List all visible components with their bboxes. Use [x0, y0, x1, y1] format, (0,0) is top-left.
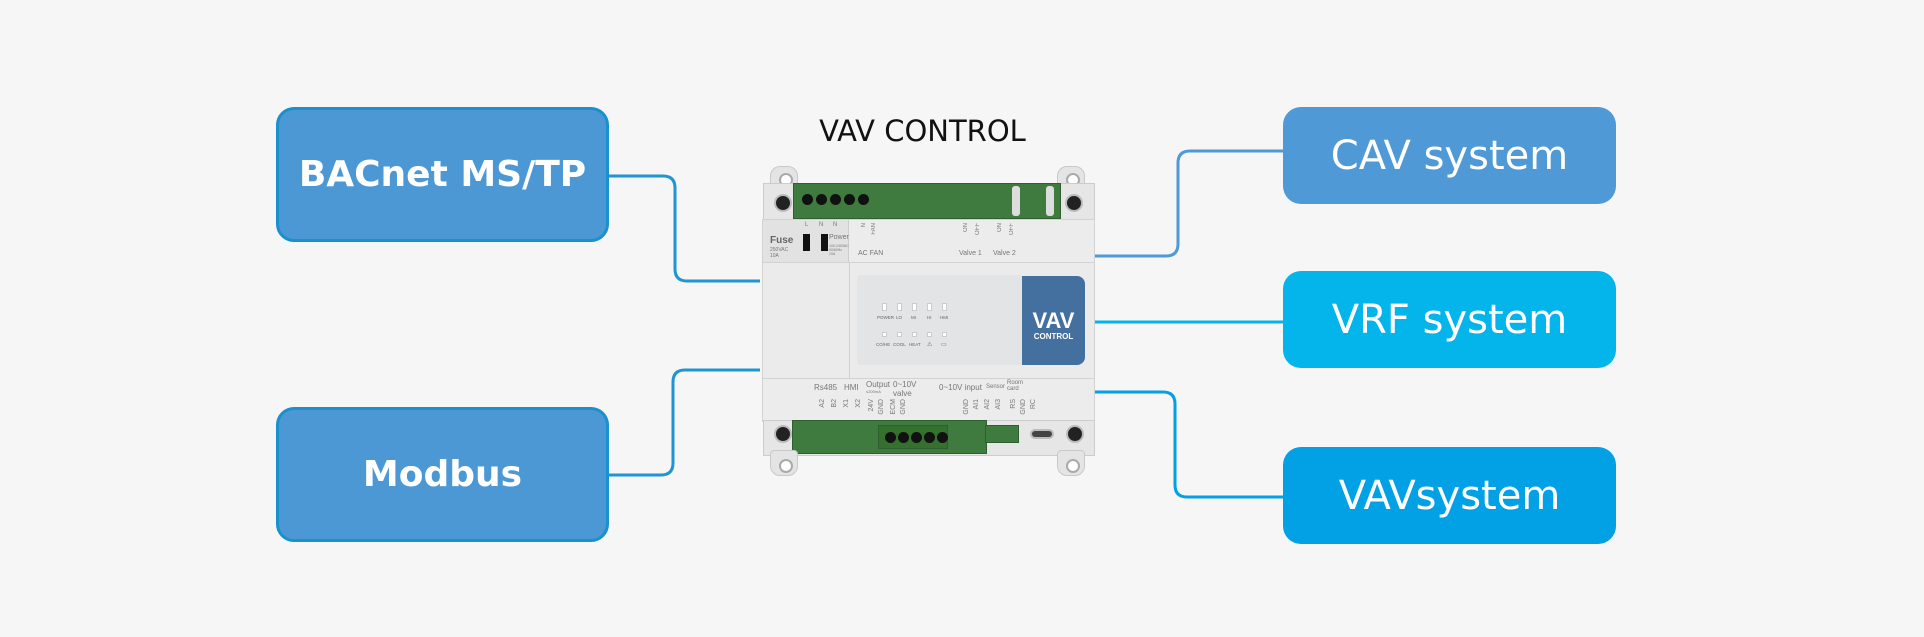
device-title: VAV CONTROL — [819, 114, 1026, 148]
vav-badge: VAV CONTROL — [1022, 276, 1085, 365]
fuse-label: Fuse — [770, 235, 794, 246]
led-label: LO — [896, 315, 903, 320]
mount-ear — [1057, 450, 1085, 476]
protocol-label: BACnet MS/TP — [298, 154, 587, 195]
pin-label: AI2 — [984, 399, 991, 410]
bottom-label-band: Rs485 HMI Output ≤200mA 0~10V valve 0~10… — [762, 378, 1095, 422]
badge-sub: CONTROL — [1033, 332, 1074, 341]
protocol-box-modbus: Modbus — [276, 407, 609, 542]
protocol-label: Modbus — [362, 454, 523, 495]
protocol-box-bacnet: BACnet MS/TP — [276, 107, 609, 242]
valve-label: 0~10V valve — [893, 380, 917, 398]
screw-hole — [1065, 194, 1083, 212]
valve1-off-label: OFF — [975, 223, 981, 235]
led-label: HI — [927, 315, 932, 320]
fuse-rating: 250VAC 10A — [770, 247, 789, 259]
pin-label: AI3 — [995, 399, 1002, 410]
top-terminal-block — [793, 183, 1061, 219]
led-label: HEAT — [909, 342, 921, 347]
input-label: 0~10V input — [939, 383, 982, 392]
valve2-label: Valve 2 — [993, 250, 1016, 257]
system-box-cav: CAV system — [1283, 107, 1616, 204]
screw-hole — [1066, 425, 1084, 443]
pin-label: ECM — [890, 399, 897, 415]
led-label: CO/HE — [876, 342, 891, 347]
output-label: Output — [866, 380, 891, 389]
n-label: N — [819, 222, 824, 228]
led-label: MI — [911, 315, 916, 320]
pin-label: 24V — [868, 399, 875, 412]
led-label: COOL — [893, 342, 906, 347]
top-label-band: Fuse 250VAC 10A L N N Power 100-240VAC 5… — [762, 219, 1095, 263]
l-label: L — [805, 222, 809, 228]
ac-fan-label: AC FAN — [858, 250, 884, 257]
led-label: HMI — [940, 315, 949, 320]
air-nozzle — [1046, 186, 1054, 216]
air-nozzle — [1012, 186, 1020, 216]
pin-label: AI1 — [973, 399, 980, 410]
connector-modbus — [609, 368, 760, 477]
hmi-label: HMI — [844, 383, 859, 392]
system-box-vav: VAVsystem — [1283, 447, 1616, 544]
valve1-label: Valve 1 — [959, 250, 982, 257]
room-card-label: Room card — [1007, 380, 1024, 392]
valve1-on-label: ON — [963, 223, 969, 232]
pin-label: X1 — [843, 399, 850, 408]
rs485-label: Rs485 — [814, 383, 838, 392]
output-sub-label: ≤200mA — [866, 389, 881, 394]
connector-vav — [1095, 390, 1283, 499]
screw-hole — [774, 194, 792, 212]
mount-ear — [770, 450, 798, 476]
pin-label: GND — [963, 399, 970, 415]
warning-icon: ⚠ — [927, 342, 933, 348]
valve2-on-label: ON — [997, 223, 1003, 232]
valve2-off-label: OFF — [1009, 223, 1015, 235]
ac-fan-fan-label: FAN — [871, 223, 877, 235]
system-label: VAVsystem — [1338, 472, 1561, 519]
ac-fan-n-label: N — [861, 223, 867, 228]
badge-main: VAV — [1032, 308, 1075, 333]
connector-cav — [1095, 149, 1283, 258]
system-label: VRF system — [1331, 296, 1568, 343]
sensor-terminal — [985, 425, 1019, 443]
pin-label: X2 — [855, 399, 862, 408]
n-label: N — [833, 222, 838, 228]
bottom-terminal-plug — [878, 425, 948, 449]
system-label: CAV system — [1330, 132, 1569, 179]
usb-c-port[interactable] — [1030, 429, 1054, 439]
pin-label: GND — [900, 399, 907, 415]
display-icon: ▭ — [941, 342, 947, 348]
led-label: POWER — [877, 315, 895, 320]
pin-label: A2 — [819, 399, 826, 408]
pin-label: B2 — [831, 399, 838, 408]
pin-label: RC — [1030, 399, 1037, 410]
screw-hole — [774, 425, 792, 443]
pin-label: GND — [1020, 399, 1027, 415]
power-rating: 100-240VAC 50/60Hz 10A — [829, 244, 849, 256]
sensor-label: Sensor — [986, 384, 1006, 390]
system-box-vrf: VRF system — [1283, 271, 1616, 368]
connector-bacnet — [609, 174, 760, 283]
power-label: Power — [829, 234, 849, 241]
led-panel: POWER LO MI HI HMI CO/HE COOL HEAT ⚠ ▭ — [857, 275, 1023, 365]
pin-label: GND — [878, 399, 885, 415]
pin-label: RS — [1010, 399, 1017, 409]
